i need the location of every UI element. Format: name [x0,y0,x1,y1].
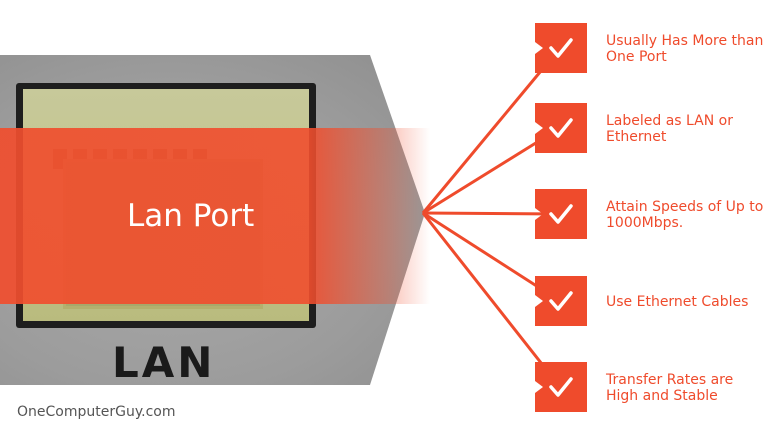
check-badge [535,189,587,239]
checkmark-icon [549,204,573,224]
checkmark-icon [549,118,573,138]
connector-line [421,212,562,388]
port-label: LAN [112,338,216,387]
feature-text: Transfer Rates are High and Stable [606,372,734,404]
feature-text: Labeled as LAN or Ethernet [606,113,733,145]
connector-line [421,47,562,214]
checkmark-icon [549,291,573,311]
feature-text: Attain Speeds of Up to 1000Mbps. [606,199,764,231]
check-badge [535,23,587,73]
highlight-band [0,128,430,304]
checkmark-icon [549,377,573,397]
watermark: OneComputerGuy.com [17,404,176,420]
check-badge [535,103,587,153]
connector-line [422,211,561,216]
band-title: Lan Port [127,198,255,234]
feature-text: Usually Has More than One Port [606,33,764,65]
checkmark-icon [549,38,573,58]
feature-text: Use Ethernet Cables [606,294,749,310]
check-badge [535,362,587,412]
check-badge [535,276,587,326]
